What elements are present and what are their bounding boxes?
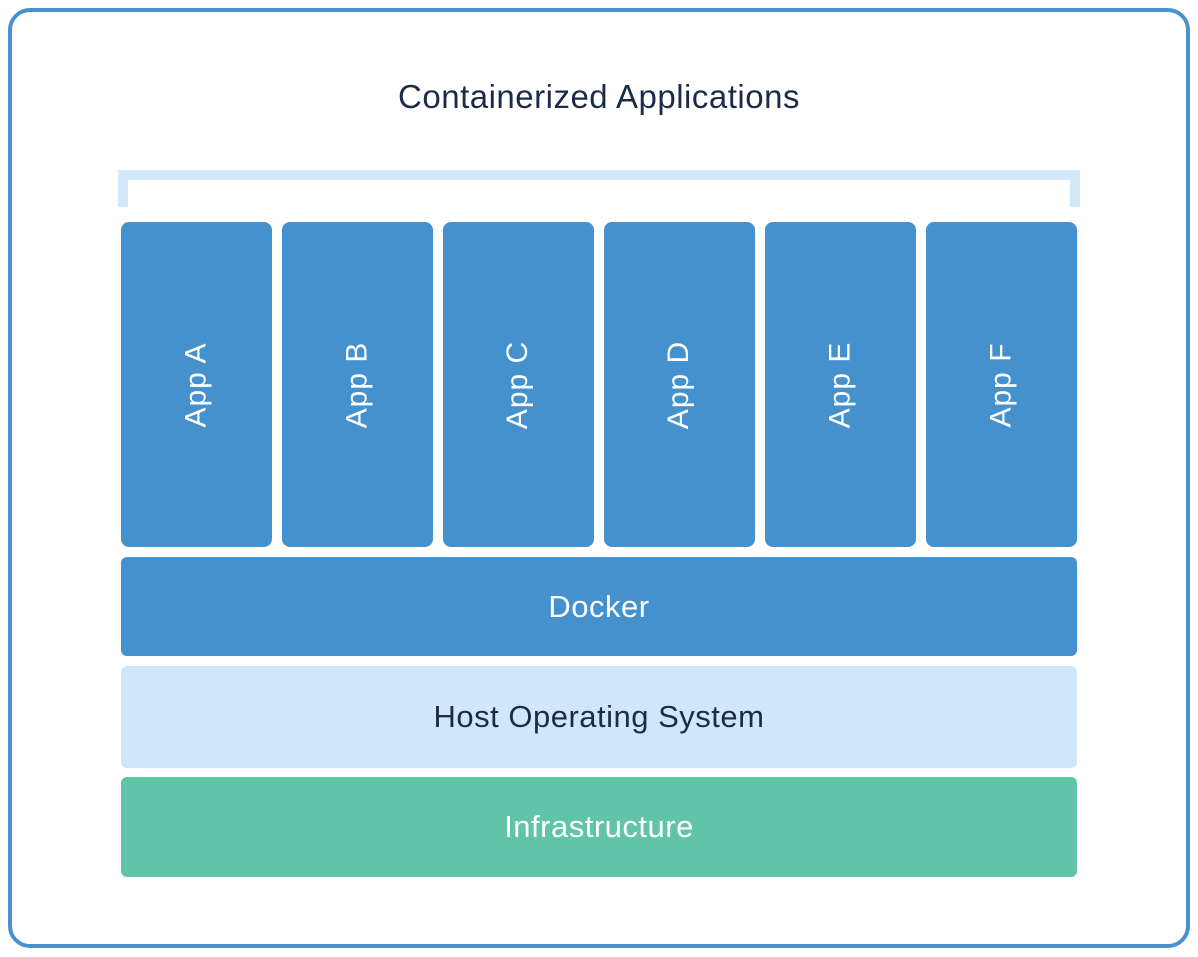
app-label-f: App F [984, 341, 1018, 428]
app-label-a: App A [179, 341, 213, 428]
layer-docker: Docker [121, 557, 1077, 656]
app-box-b: App B [282, 222, 433, 547]
containerized-apps-bracket [118, 170, 1080, 207]
app-label-b: App B [340, 341, 374, 428]
app-box-c: App C [443, 222, 594, 547]
docker-architecture-card: Containerized Applications App A App B A… [8, 8, 1190, 948]
layer-infrastructure: Infrastructure [121, 777, 1077, 877]
app-box-a: App A [121, 222, 272, 547]
app-box-f: App F [926, 222, 1077, 547]
diagram-title: Containerized Applications [398, 78, 800, 115]
app-label-e: App E [823, 341, 857, 428]
apps-row: App A App B App C App D App E App F [121, 222, 1077, 547]
layer-host-operating-system: Host Operating System [121, 666, 1077, 768]
app-box-d: App D [604, 222, 755, 547]
app-box-e: App E [765, 222, 916, 547]
app-label-c: App C [501, 340, 535, 429]
app-label-d: App D [662, 340, 696, 429]
